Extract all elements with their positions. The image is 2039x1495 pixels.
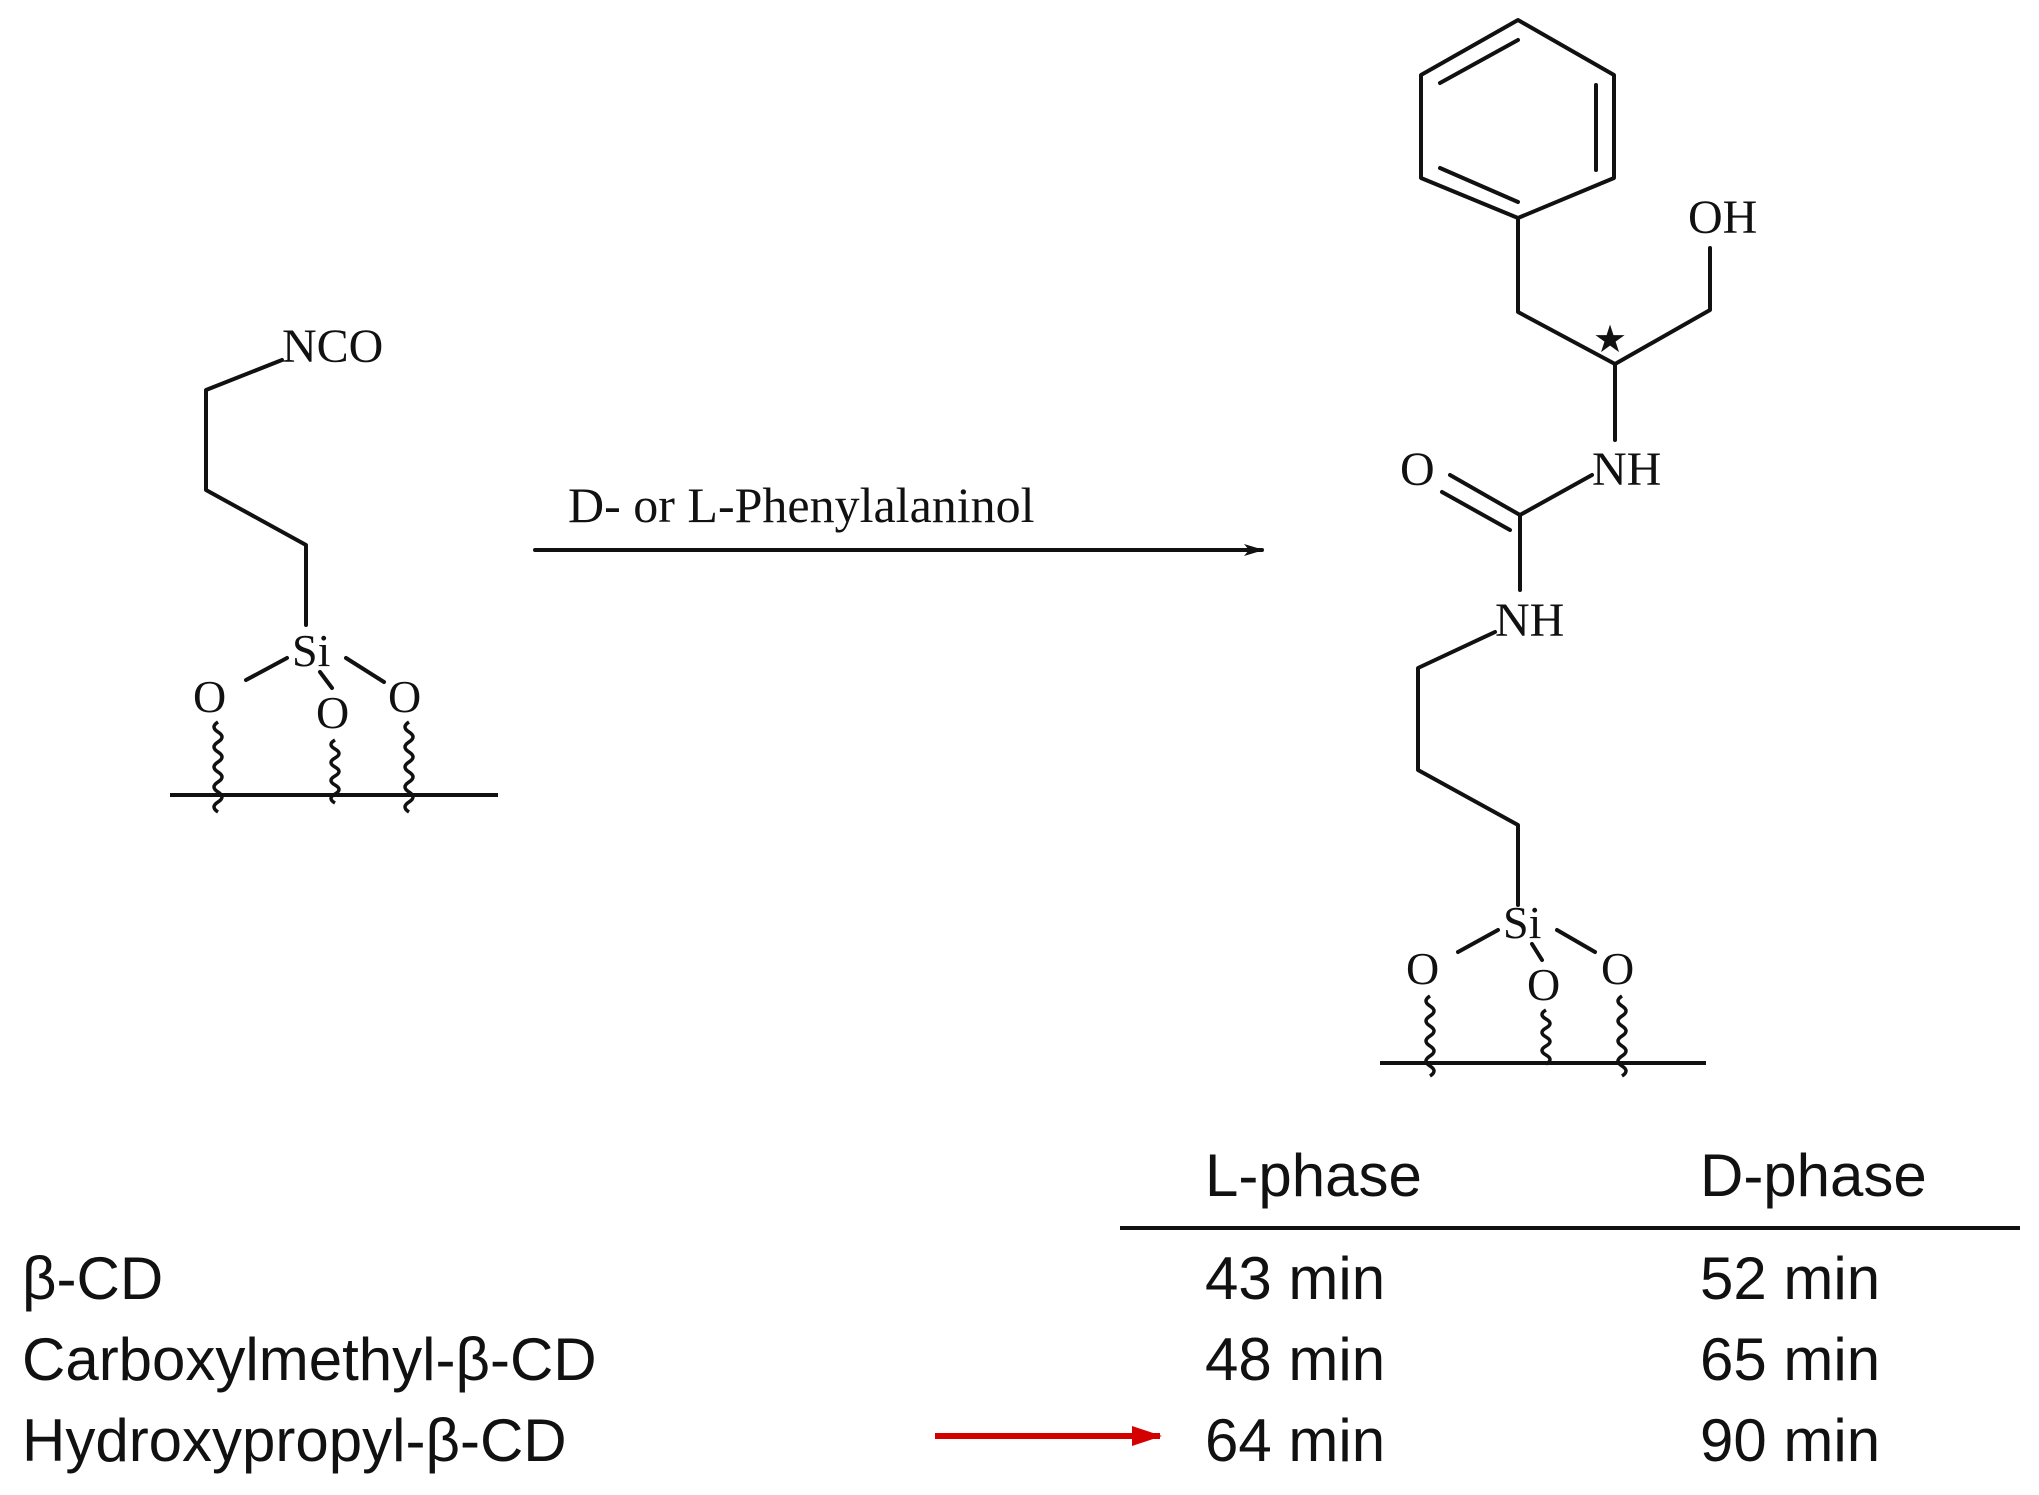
benzene-ring [1419, 18, 1616, 220]
reactant-silica-link-left [212, 720, 224, 814]
column-header-d-phase: D-phase [1700, 1142, 1927, 1209]
product-propyl-chain [1416, 630, 1520, 907]
reaction-arrow: D- or L-Phenylalaninol [533, 477, 1264, 556]
reactant-silica-link-right [403, 720, 415, 814]
product-si-o-right-bond [1555, 928, 1597, 954]
retention-table: L-phase D-phase β-CD 43 min 52 min Carbo… [22, 1142, 2020, 1474]
product-oxygen-middle: O [1527, 959, 1560, 1010]
reactant-propyl-chain [204, 358, 308, 627]
row-label-beta-cd: β-CD [22, 1245, 163, 1312]
product-si-o-left-bond [1456, 928, 1500, 954]
isocyanate-label: NCO [282, 320, 383, 373]
carbonyl-double-bond-outer [1448, 473, 1522, 517]
reagent-label: D- or L-Phenylalaninol [568, 477, 1035, 533]
product-oxygen-right: O [1601, 943, 1634, 994]
reactant-si-o-middle-bond [318, 670, 334, 690]
benzene-ring-inner-double-bond-1 [1438, 38, 1520, 85]
reactant-silicon-label: Si [292, 625, 330, 676]
carbonyl-double-bond-inner [1440, 490, 1512, 532]
cell-beta-cd-l-phase: 43 min [1205, 1245, 1385, 1312]
product-structure: OH ★ NH O NH Si O O O [1380, 18, 1757, 1078]
carbonyl-oxygen-label: O [1400, 443, 1435, 496]
hydroxyl-label: OH [1688, 191, 1757, 244]
product-oxygen-left: O [1406, 943, 1439, 994]
reactant-si-o-right-bond [344, 656, 386, 684]
reactant-oxygen-right: O [388, 671, 421, 722]
cell-beta-cd-d-phase: 52 min [1700, 1245, 1880, 1312]
product-nh-carbonyl-bond [1518, 473, 1594, 517]
product-silica-link-middle [1540, 1008, 1552, 1066]
row-label-hydroxypropyl-beta-cd: Hydroxypropyl-β-CD [22, 1407, 567, 1474]
cell-carboxylmethyl-d-phase: 65 min [1700, 1326, 1880, 1393]
reactant-oxygen-middle: O [316, 687, 349, 738]
cell-hydroxypropyl-d-phase: 90 min [1700, 1407, 1880, 1474]
lower-nh-label: NH [1495, 594, 1564, 647]
column-header-l-phase: L-phase [1205, 1142, 1422, 1209]
benzene-ring-inner-double-bond-3 [1438, 166, 1520, 204]
product-silicon-label: Si [1503, 897, 1541, 948]
product-si-o-middle-bond [1530, 942, 1544, 962]
upper-nh-label: NH [1592, 443, 1661, 496]
cell-carboxylmethyl-l-phase: 48 min [1205, 1326, 1385, 1393]
reactant-oxygen-left: O [193, 671, 226, 722]
reactant-si-o-left-bond [244, 656, 289, 682]
reactant-structure: NCO Si O O O [170, 320, 498, 814]
row-label-carboxylmethyl-beta-cd: Carboxylmethyl-β-CD [22, 1326, 597, 1393]
cell-hydroxypropyl-l-phase: 64 min [1205, 1407, 1385, 1474]
chiral-center-star: ★ [1593, 319, 1627, 361]
